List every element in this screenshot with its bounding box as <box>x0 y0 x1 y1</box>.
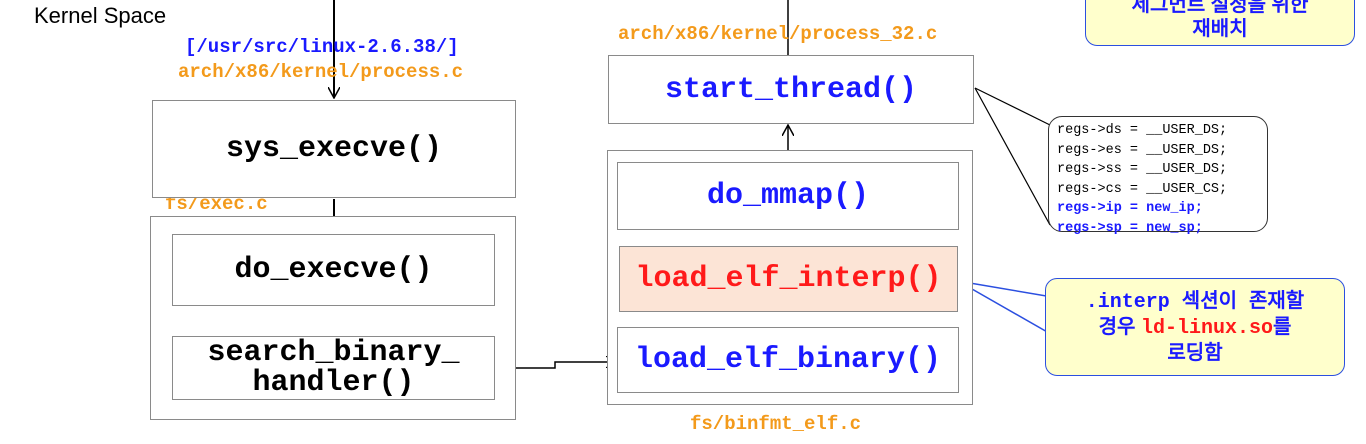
do-execve-label: do_execve() <box>234 253 433 287</box>
interp-callout-line2: 경우 ld-linux.so를 <box>1046 315 1344 341</box>
start-thread-box: start_thread() <box>608 55 974 124</box>
load-elf-binary-box: load_elf_binary() <box>617 327 959 393</box>
search-binary-handler-box: search_binary_ handler() <box>172 336 495 400</box>
process-c-path: arch/x86/kernel/process.c <box>178 61 464 83</box>
start-thread-label: start_thread() <box>664 72 918 107</box>
code-line-sp: regs->sp = new_sp; <box>1057 220 1203 236</box>
code-line-es: regs->es = __USER_DS; <box>1057 142 1228 158</box>
process-32-c-path: arch/x86/kernel/process_32.c <box>618 23 938 45</box>
kernel-space-label: Kernel Space <box>34 3 167 28</box>
segment-relocation-callout: 세그먼트 설정을 위한 재배치 <box>1085 0 1355 46</box>
binfmt-elf-c-path: fs/binfmt_elf.c <box>690 413 862 435</box>
register-code-block: regs->ds = __USER_DS; regs->es = __USER_D… <box>1048 116 1268 236</box>
code-line-cs: regs->cs = __USER_CS; <box>1057 181 1228 197</box>
interp-callout-line3: 로딩함 <box>1167 342 1223 364</box>
code-line-ss: regs->ss = __USER_DS; <box>1057 162 1228 177</box>
usr-src-path: [/usr/src/linux-2.6.38/] <box>185 36 459 58</box>
arrow-to-load-elf-binary <box>495 362 617 369</box>
load-elf-interp-label: load_elf_interp() <box>635 262 942 296</box>
interp-callout-line1: .interp 섹션이 존재할 <box>1085 291 1305 314</box>
code-pointer-lower <box>974 87 1051 226</box>
code-line-ip: regs->ip = new_ip; <box>1057 201 1203 216</box>
code-pointer-upper <box>974 87 1051 126</box>
sys-execve-box: sys_execve() <box>152 100 516 198</box>
load-elf-interp-box: load_elf_interp() <box>619 246 958 312</box>
search-binary-label-line2: handler() <box>252 366 415 400</box>
search-binary-label-line1: search_binary_ <box>207 336 460 370</box>
do-mmap-label: do_mmap() <box>706 179 870 213</box>
load-elf-binary-label: load_elf_binary() <box>634 343 942 377</box>
interp-callout: .interp 섹션이 존재할 경우 ld-linux.so를 로딩함 <box>1045 278 1345 376</box>
ld-linux-so-text: ld-linux.so <box>1140 317 1273 340</box>
do-execve-box: do_execve() <box>172 234 495 306</box>
exec-c-path: fs/exec.c <box>165 193 268 215</box>
interp-callout-line2-a: 경우 <box>1098 316 1141 338</box>
segment-callout-line2: 재배치 <box>1192 18 1248 40</box>
segment-callout-line1: 세그먼트 설정을 위한 <box>1131 0 1309 16</box>
sys-execve-label: sys_execve() <box>225 132 443 166</box>
interp-callout-line2-c: 를 <box>1272 316 1292 338</box>
do-mmap-box: do_mmap() <box>617 162 959 230</box>
code-line-ds: regs->ds = __USER_DS; <box>1057 123 1228 138</box>
